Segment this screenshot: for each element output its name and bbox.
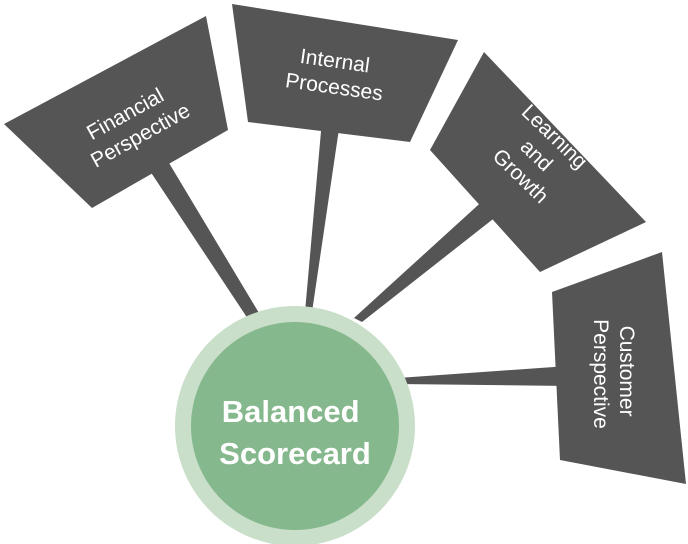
panel-internal-shape [232,4,458,142]
panel-learning-shape [430,52,646,272]
panel-financial-perspective: Financial Perspective [4,16,228,208]
connector-learning [354,196,502,322]
panel-customer-perspective: Customer Perspective [552,252,686,484]
connector-financial [148,158,262,322]
panel-customer-shape [552,252,686,484]
customer-label-line1: Customer [615,326,638,417]
svg-text:Balanced Scorecard: Balanced Scorecard [219,394,371,471]
svg-text:Customer Perspective: Customer Perspective [589,319,638,429]
hub-label-line2: Scorecard [219,436,371,471]
panel-internal-processes: Internal Processes [232,4,458,142]
panel-financial-shape [4,16,228,208]
connector-customer [398,366,568,386]
hub-label-line1: Balanced [222,394,360,429]
connector-internal [305,120,340,312]
hub-balanced-scorecard: Balanced Scorecard [175,306,415,544]
customer-label-line2: Perspective [589,319,612,429]
hub-core [191,322,399,530]
